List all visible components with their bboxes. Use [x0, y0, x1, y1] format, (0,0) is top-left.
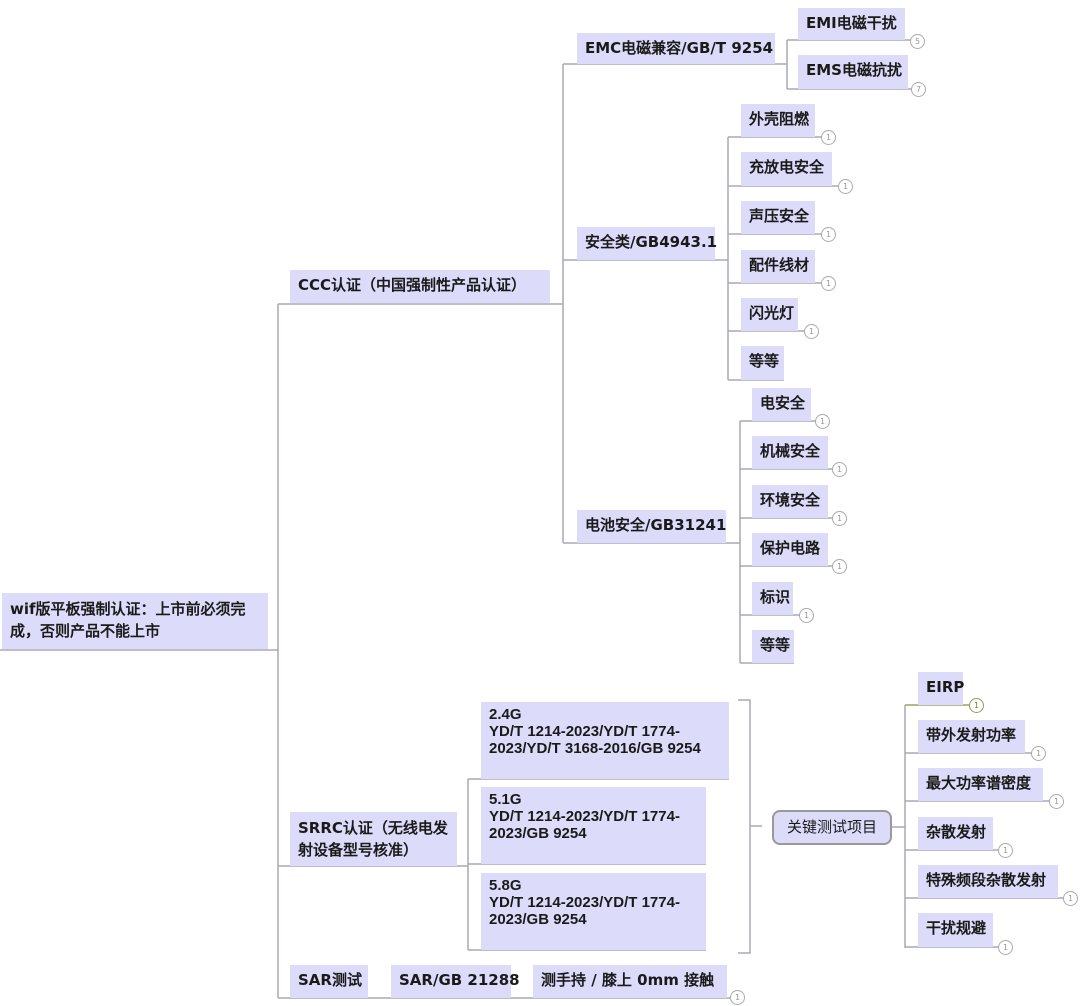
count-badge[interactable]: 7 — [911, 82, 926, 97]
test-item[interactable]: 干扰规避 — [918, 913, 993, 947]
battery-item[interactable]: 机械安全 — [752, 436, 828, 469]
battery-item[interactable]: 环境安全 — [752, 485, 828, 518]
count-badge[interactable]: 1 — [799, 608, 814, 623]
count-badge[interactable]: 1 — [821, 276, 836, 291]
band-standards: YD/T 1214-2023/YD/T 1774-2023/GB 9254 — [489, 808, 680, 842]
band-node-5-1g[interactable]: 5.1G YD/T 1214-2023/YD/T 1774-2023/GB 92… — [481, 787, 706, 864]
test-item[interactable]: 杂散发射 — [918, 817, 993, 850]
emi-node[interactable]: EMI电磁干扰 — [798, 8, 905, 40]
band-label: 5.8G — [489, 877, 522, 894]
ccc-node[interactable]: CCC认证（中国强制性产品认证） — [290, 270, 550, 303]
count-badge[interactable]: 1 — [1031, 746, 1046, 761]
test-item[interactable]: 带外发射功率 — [918, 720, 1025, 753]
sar-node[interactable]: SAR测试 — [290, 965, 368, 998]
srrc-connector — [278, 778, 729, 951]
safety-item[interactable]: 配件线材 — [741, 250, 815, 283]
safety-item[interactable]: 充放电安全 — [741, 152, 832, 186]
emc-connector — [563, 39, 912, 90]
count-badge[interactable]: 1 — [998, 843, 1013, 858]
count-badge[interactable]: 1 — [804, 324, 819, 339]
safety-item[interactable]: 等等 — [741, 346, 784, 380]
count-badge[interactable]: 1 — [998, 940, 1013, 955]
battery-item[interactable]: 电安全 — [752, 388, 811, 421]
safety-item[interactable]: 闪光灯 — [741, 298, 798, 331]
sar-method-node[interactable]: 测手持 / 膝上 0mm 接触 — [533, 965, 727, 998]
count-badge[interactable]: 1 — [832, 462, 847, 477]
count-badge[interactable]: 1 — [969, 698, 984, 713]
count-badge[interactable]: 1 — [832, 511, 847, 526]
count-badge[interactable]: 1 — [1063, 891, 1078, 906]
band-node-2-4g[interactable]: 2.4G YD/T 1214-2023/YD/T 1774-2023/YD/T … — [481, 702, 729, 779]
battery-item[interactable]: 保护电路 — [752, 533, 828, 566]
safety-node[interactable]: 安全类/GB4943.1 — [577, 227, 717, 260]
safety-item[interactable]: 外壳阻燃 — [741, 104, 815, 137]
test-item[interactable]: EIRP — [918, 672, 964, 705]
count-badge[interactable]: 1 — [821, 130, 836, 145]
root-node[interactable]: wif版平板强制认证：上市前必须完成，否则产品不能上市 — [2, 593, 268, 649]
summary-bracket — [738, 699, 762, 954]
srrc-node[interactable]: SRRC认证（无线电发射设备型号核准） — [290, 812, 457, 866]
root-connector — [0, 304, 279, 998]
count-badge[interactable]: 1 — [815, 414, 830, 429]
band-label: 5.1G — [489, 791, 522, 808]
count-badge[interactable]: 1 — [832, 559, 847, 574]
summary-node[interactable]: 关键测试项目 — [772, 810, 892, 845]
count-badge[interactable]: 1 — [730, 990, 745, 1005]
count-badge[interactable]: 5 — [910, 34, 925, 49]
safety-item[interactable]: 声压安全 — [741, 201, 815, 234]
test-item[interactable]: 最大功率谱密度 — [918, 768, 1043, 801]
count-badge[interactable]: 1 — [1049, 794, 1064, 809]
count-badge[interactable]: 1 — [838, 179, 853, 194]
battery-node[interactable]: 电池安全/GB31241 — [577, 510, 726, 543]
count-badge[interactable]: 1 — [821, 227, 836, 242]
battery-item[interactable]: 标识 — [752, 582, 793, 615]
safety-connector — [563, 136, 839, 381]
band-standards: YD/T 1214-2023/YD/T 1774-2023/YD/T 3168-… — [489, 723, 701, 757]
tests-connector — [892, 705, 1064, 948]
test-item[interactable]: 特殊频段杂散发射 — [918, 865, 1058, 898]
sar-standard-node[interactable]: SAR/GB 21288 — [391, 965, 520, 998]
band-standards: YD/T 1214-2023/YD/T 1774-2023/GB 9254 — [489, 894, 680, 928]
ccc-connector — [278, 64, 564, 543]
ems-node[interactable]: EMS电磁抗扰 — [798, 55, 908, 89]
emc-node[interactable]: EMC电磁兼容/GB/T 9254 — [577, 33, 775, 64]
band-label: 2.4G — [489, 706, 522, 723]
band-node-5-8g[interactable]: 5.8G YD/T 1214-2023/YD/T 1774-2023/GB 92… — [481, 873, 706, 950]
battery-item[interactable]: 等等 — [752, 630, 794, 663]
battery-connector — [563, 420, 833, 664]
